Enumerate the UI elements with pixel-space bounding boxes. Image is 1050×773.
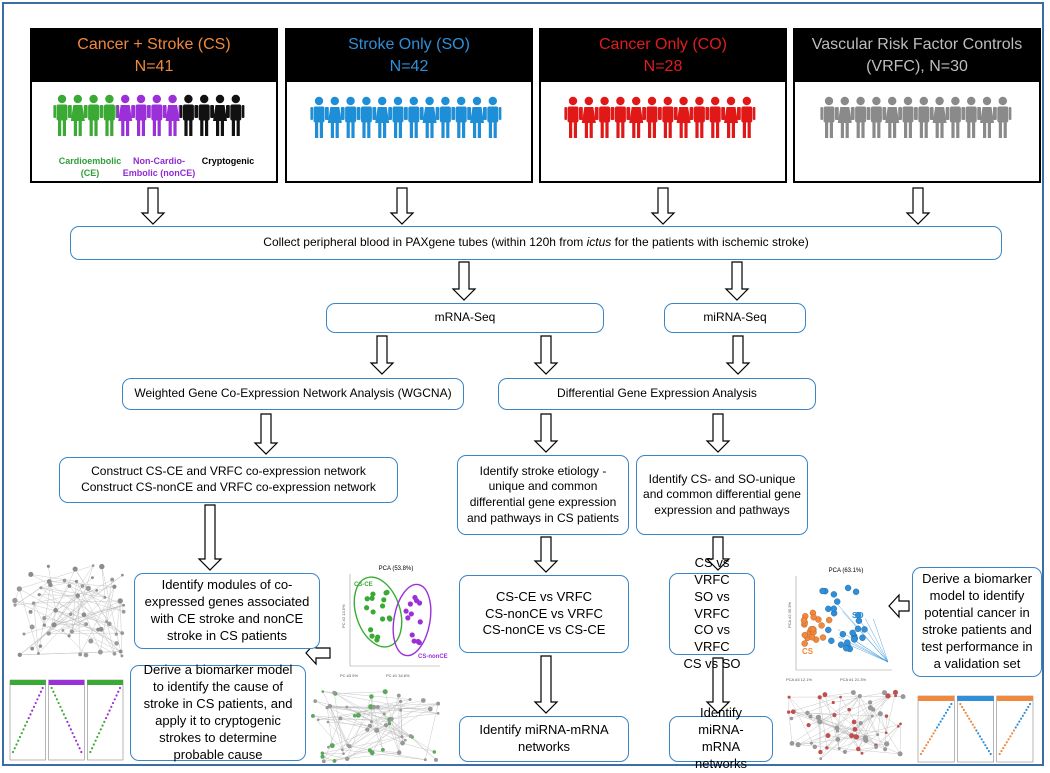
biomarker-cs-label: Derive a biomarker model to identify the… (137, 662, 299, 763)
pca2-axis-z: PCA #3 12.1% (786, 677, 812, 682)
down-arrow (371, 336, 393, 374)
modules-label: Identify modules of co-expressed genes a… (141, 577, 313, 645)
down-arrow (199, 505, 221, 570)
pca-plot-cs-so: PCA (63.1%) CS SO PCA #1 21.3% PCA #2 35… (784, 562, 904, 686)
comparisons-cs-box: CS-CE vs VRFC CS-nonCE vs VRFC CS-nonCE … (459, 575, 629, 653)
network-thumbnail-large (8, 560, 132, 664)
down-arrow (391, 188, 413, 224)
etiology-box: Identify stroke etiology - unique and co… (457, 455, 629, 535)
collect-italic: ictus (587, 235, 612, 249)
mirna-net2-line2: mRNA networks (676, 739, 766, 773)
construct-line1: Construct CS-CE and VRFC co-expression n… (91, 464, 366, 480)
pca1-group2-label: CS-nonCE (418, 654, 448, 660)
down-arrow (726, 262, 748, 300)
wgcna-box: Weighted Gene Co-Expression Network Anal… (122, 378, 464, 410)
pca-plot-ce-nonce: PCA (53.8%) CS-CE CS-nonCE PC #1 34.6% P… (336, 558, 454, 682)
biomarker-cancer-box: Derive a biomarker model to identify pot… (912, 567, 1042, 677)
comparison-5: SO vs VRFC (676, 589, 748, 623)
pca2-group1-label: CS (802, 647, 814, 656)
pca1-group1-label: CS-CE (354, 582, 373, 588)
comparison-4: CS vs VRFC (676, 555, 748, 589)
biomarker-cancer-label: Derive a biomarker model to identify pot… (919, 571, 1035, 672)
dge-box: Differential Gene Expression Analysis (498, 378, 816, 410)
dge-label: Differential Gene Expression Analysis (557, 386, 757, 402)
pca1-title: PCA (53.8%) (379, 566, 414, 572)
pca1-axis-z: PC #3 5% (340, 673, 358, 678)
mirna-seq-box: miRNA-Seq (664, 303, 806, 333)
down-arrow (142, 188, 164, 224)
down-arrow (535, 336, 557, 374)
construct-network-box: Construct CS-CE and VRFC co-expression n… (59, 457, 398, 503)
comparisons-cso-box: CS vs VRFC SO vs VRFC CO vs VRFC CS vs S… (669, 573, 755, 655)
down-arrow (535, 656, 557, 713)
down-arrow (727, 336, 749, 374)
wgcna-label: Weighted Gene Co-Expression Network Anal… (134, 386, 451, 402)
collect-text: Collect peripheral blood in PAXgene tube… (263, 235, 808, 251)
mirna-seq-label: miRNA-Seq (703, 310, 766, 326)
mirna-network-box-2: Identify miRNA- mRNA networks (669, 716, 773, 762)
network-thumbnail-right (780, 686, 908, 764)
down-arrow (453, 262, 475, 300)
scatter-thumbnail-right (916, 694, 1038, 764)
pca1-ellipse-nonce (388, 581, 436, 658)
biomarker-cs-box: Derive a biomarker model to identify the… (130, 665, 306, 761)
cs-so-unique-label: Identify CS- and SO-unique and common di… (643, 472, 801, 519)
comparison-7: CS vs SO (683, 656, 740, 673)
pca1-axis-x: PC #1 34.6% (386, 673, 410, 678)
comparison-2: CS-nonCE vs VRFC (485, 606, 603, 623)
cs-so-unique-box: Identify CS- and SO-unique and common di… (636, 455, 808, 535)
mirna-network-box-1: Identify miRNA-mRNA networks (459, 716, 629, 762)
scatter-thumbnail-left (8, 678, 128, 762)
collect-blood-box: Collect peripheral blood in PAXgene tube… (70, 226, 1002, 260)
mirna-net1-line1: Identify miRNA-mRNA (479, 722, 608, 739)
down-arrow (707, 414, 729, 452)
mirna-net1-line2: networks (518, 739, 570, 756)
down-arrow (535, 537, 557, 572)
comparison-6: CO vs VRFC (676, 622, 748, 656)
pca2-group2-label: SO (852, 611, 864, 620)
mrna-seq-box: mRNA-Seq (326, 303, 604, 333)
pca2-axis-x: PCA #1 21.3% (840, 677, 866, 682)
comparison-1: CS-CE vs VRFC (496, 589, 592, 606)
pca2-axis-y: PCA #2 35.3% (787, 602, 792, 628)
collect-prefix: Collect peripheral blood in PAXgene tube… (263, 235, 586, 249)
mirna-net2-line1: Identify miRNA- (676, 705, 766, 739)
pca2-title: PCA (63.1%) (829, 568, 864, 574)
construct-line2: Construct CS-nonCE and VRFC co-expressio… (81, 480, 376, 496)
modules-box: Identify modules of co-expressed genes a… (134, 573, 320, 649)
down-arrow (535, 414, 557, 452)
down-arrow (907, 188, 929, 224)
down-arrow (255, 414, 277, 454)
network-thumbnail-bottom (308, 686, 448, 766)
pca1-axis-y: PC #2 13.5% (341, 604, 346, 628)
collect-suffix: for the patients with ischemic stroke) (611, 235, 808, 249)
down-arrow (652, 188, 674, 224)
mrna-seq-label: mRNA-Seq (435, 310, 496, 326)
etiology-label: Identify stroke etiology - unique and co… (464, 464, 622, 526)
comparison-3: CS-nonCE vs CS-CE (483, 622, 606, 639)
